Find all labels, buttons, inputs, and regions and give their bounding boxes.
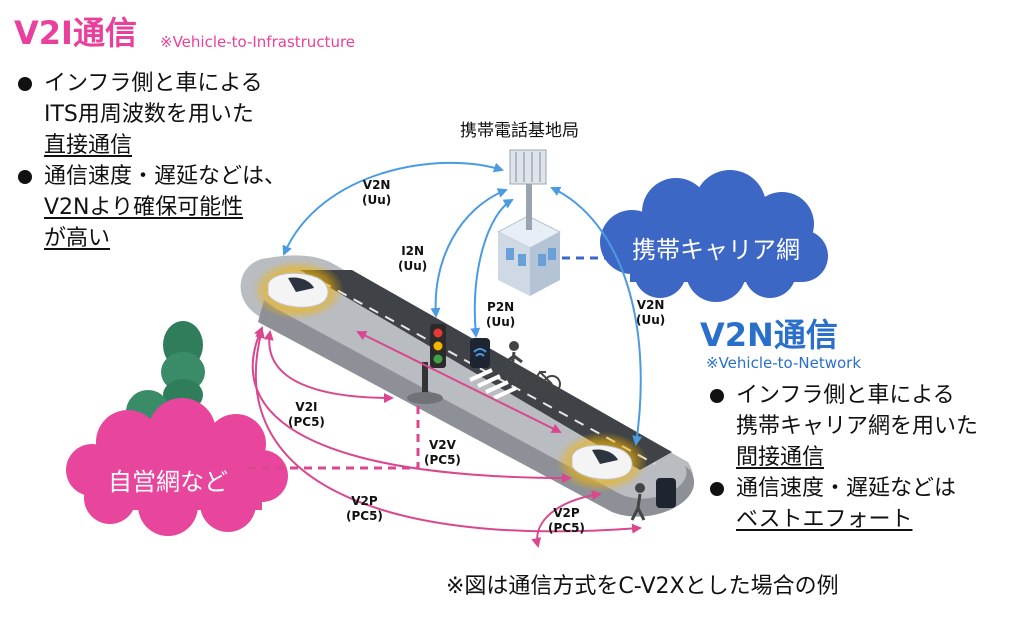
- v2i-bullet-1-line-1: インフラ側と車による: [44, 71, 263, 96]
- phone-icon: [470, 338, 490, 368]
- carrier-network-cloud: [600, 170, 828, 302]
- v2i-subtitle: ※Vehicle-to-Infrastructure: [160, 33, 356, 51]
- link-label-p2n: P2N (Uu): [486, 300, 516, 329]
- link-label-i2n: I2N (Uu): [398, 244, 428, 273]
- v2n-bullet-1-line-1: インフラ側と車による: [736, 383, 955, 408]
- v2i-title: V2I通信: [14, 14, 137, 52]
- v2i-bullet-2-line-3: が高い: [44, 226, 111, 251]
- v2i-bullet-1: インフラ側と車による ITS用周波数を用いた 直接通信: [14, 68, 314, 161]
- v2i-bullet-2: 通信速度・遅延などは、 V2Nより確保可能性 が高い: [14, 161, 314, 254]
- v2n-bullet-1: インフラ側と車による 携帯キャリア網を用いた 間接通信: [706, 380, 1006, 473]
- base-station-label: 携帯電話基地局: [460, 121, 579, 141]
- link-label-v2n-left: V2N (Uu): [362, 178, 392, 207]
- v2n-bullets: インフラ側と車による 携帯キャリア網を用いた 間接通信 通信速度・遅延などは ベ…: [706, 380, 1006, 535]
- carrier-network-label: 携帯キャリア網: [632, 236, 800, 264]
- v2i-bullet-2-line-1: 通信速度・遅延などは、: [44, 164, 287, 189]
- link-label-v2i: V2I (PC5): [288, 400, 325, 429]
- car-bottom: [556, 432, 648, 492]
- car-top: [252, 260, 344, 320]
- footnote: ※図は通信方式をC-V2Xとした場合の例: [446, 574, 839, 599]
- private-network-cloud: [66, 398, 288, 536]
- v2n-subtitle: ※Vehicle-to-Network: [706, 354, 862, 372]
- v2n-title: V2N通信: [700, 316, 838, 354]
- v2n-bullet-1-line-2: 携帯キャリア網を用いた: [736, 414, 979, 439]
- v2i-bullet-1-line-3: 直接通信: [44, 133, 133, 158]
- v2i-bullet-2-line-2: V2Nより確保可能性: [44, 195, 244, 220]
- link-label-v2p-left: V2P (PC5): [346, 494, 383, 523]
- v2n-bullet-2: 通信速度・遅延などは ベストエフォート: [706, 473, 1006, 535]
- private-network-label: 自営網など: [108, 468, 228, 496]
- link-label-v2n-right: V2N (Uu): [636, 298, 666, 327]
- v2n-bullet-2-line-1: 通信速度・遅延などは: [736, 476, 957, 501]
- base-station-icon: [496, 149, 562, 296]
- v2n-bullet-1-line-3: 間接通信: [736, 445, 825, 470]
- link-label-v2v: V2V (PC5): [424, 438, 461, 467]
- v2i-bullets: インフラ側と車による ITS用周波数を用いた 直接通信 通信速度・遅延などは、 …: [14, 68, 314, 254]
- v2n-bullet-2-line-2: ベストエフォート: [736, 507, 913, 532]
- link-label-v2p-right: V2P (PC5): [548, 506, 585, 535]
- v2i-bullet-1-line-2: ITS用周波数を用いた: [44, 102, 254, 127]
